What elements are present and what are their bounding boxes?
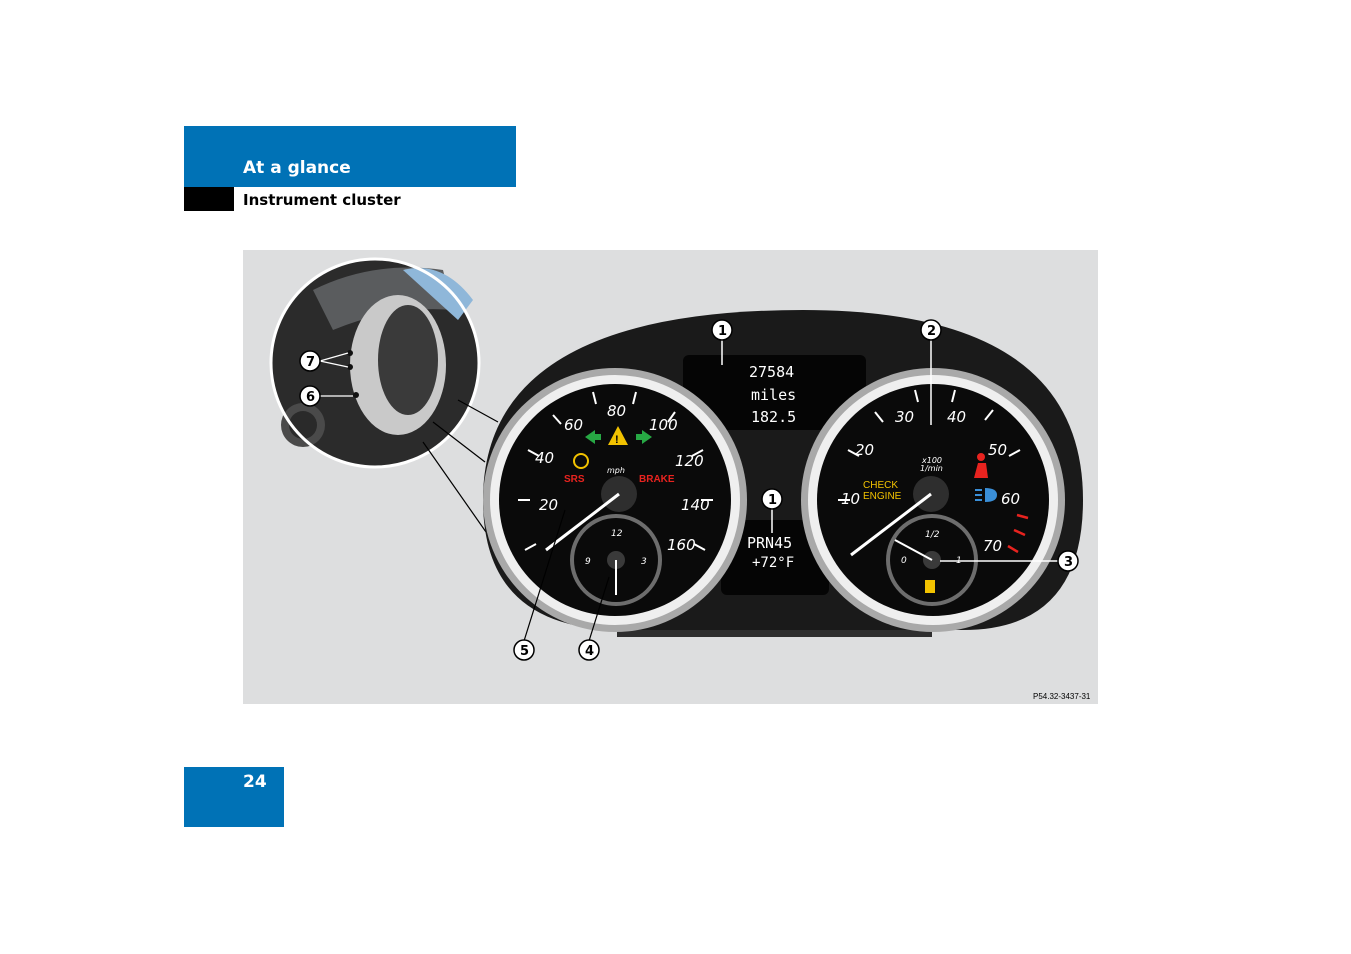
speed-tick-140: 140 — [681, 496, 710, 514]
abs-warning-icon — [573, 453, 589, 469]
callout-2 — [920, 319, 942, 341]
speed-tick-100: 100 — [649, 416, 678, 434]
callout-5 — [513, 639, 535, 661]
callout-7 — [299, 350, 321, 372]
speed-tick-80: 80 — [607, 402, 626, 420]
rpm-tick-10: 10 — [841, 490, 860, 508]
fuel-label-empty: 0 — [901, 556, 907, 566]
brake-indicator: BRAKE — [639, 474, 675, 485]
rpm-tick-40: 40 — [947, 408, 966, 426]
callout-1-top — [711, 319, 733, 341]
svg-text:!: ! — [615, 434, 619, 446]
speed-tick-20: 20 — [539, 496, 558, 514]
check-engine-line2: ENGINE — [863, 491, 902, 502]
rpm-tick-30: 30 — [895, 408, 914, 426]
fuel-pump-icon — [925, 580, 935, 593]
callout-label: 1 — [768, 493, 777, 508]
odometer-reading: 27584 — [749, 363, 794, 381]
callout-label: 4 — [585, 644, 594, 659]
warning-triangle-icon — [608, 426, 628, 445]
right-turn-signal-icon — [642, 430, 652, 444]
rpm-unit-label: 1/min — [920, 464, 943, 473]
instrument-cluster-figure: 20 40 60 80 100 120 140 160 ! SRS BRAKE … — [243, 250, 1098, 704]
callout-label: 5 — [520, 644, 529, 659]
tachometer: 10 20 30 40 50 60 70 x100 1/min CHECK EN… — [801, 368, 1065, 632]
instrument-cluster-illustration: 20 40 60 80 100 120 140 160 ! SRS BRAKE … — [269, 257, 1091, 701]
rpm-multiplier-label: x100 — [921, 456, 942, 465]
header-bar — [184, 126, 516, 187]
section-marker — [184, 187, 234, 211]
srs-indicator: SRS — [564, 474, 585, 485]
clock-label-9: 9 — [585, 557, 591, 567]
seatbelt-warning-icon — [974, 453, 988, 478]
speed-unit-label: mph — [607, 466, 625, 475]
left-turn-signal-icon — [585, 430, 595, 444]
callout-1-bottom — [761, 488, 783, 510]
callout-3 — [1057, 550, 1079, 572]
rpm-tick-70: 70 — [983, 537, 1002, 555]
tachometer-needle — [850, 492, 932, 557]
rpm-tick-60: 60 — [1001, 490, 1020, 508]
outside-temperature: +72°F — [752, 555, 794, 571]
fuel-needle — [894, 539, 933, 561]
speedometer-needle — [545, 492, 620, 552]
rpm-tick-20: 20 — [855, 441, 874, 459]
section-title: At a glance — [243, 158, 351, 178]
speed-tick-40: 40 — [535, 449, 554, 467]
fuel-label-half: 1/2 — [925, 530, 940, 540]
speed-tick-160: 160 — [667, 536, 696, 554]
page-number-box — [184, 767, 284, 827]
callout-4 — [578, 639, 600, 661]
gear-indicator: PRN45 — [747, 534, 792, 552]
stalk-inset — [269, 257, 499, 533]
figure-code: P54.32-3437-31 — [1033, 692, 1091, 701]
callout-label: 3 — [1064, 555, 1073, 570]
clock-label-3: 3 — [641, 557, 647, 567]
callout-label: 1 — [718, 324, 727, 339]
clock-label-12: 12 — [611, 529, 623, 539]
speed-tick-60: 60 — [564, 416, 583, 434]
callout-label: 2 — [927, 324, 936, 339]
trip-odometer-reading: 182.5 — [751, 408, 796, 426]
callout-6 — [299, 385, 321, 407]
subsection-title: Instrument cluster — [243, 191, 401, 209]
speedometer: 20 40 60 80 100 120 140 160 ! SRS BRAKE … — [483, 368, 747, 632]
headlight-indicator-icon — [975, 488, 997, 502]
callout-label: 7 — [306, 355, 315, 370]
check-engine-line1: CHECK — [863, 480, 898, 491]
rpm-tick-50: 50 — [988, 441, 1007, 459]
speed-tick-120: 120 — [675, 452, 704, 470]
odometer-unit: miles — [751, 386, 796, 404]
callout-label: 6 — [306, 390, 315, 405]
page-number: 24 — [243, 772, 267, 792]
